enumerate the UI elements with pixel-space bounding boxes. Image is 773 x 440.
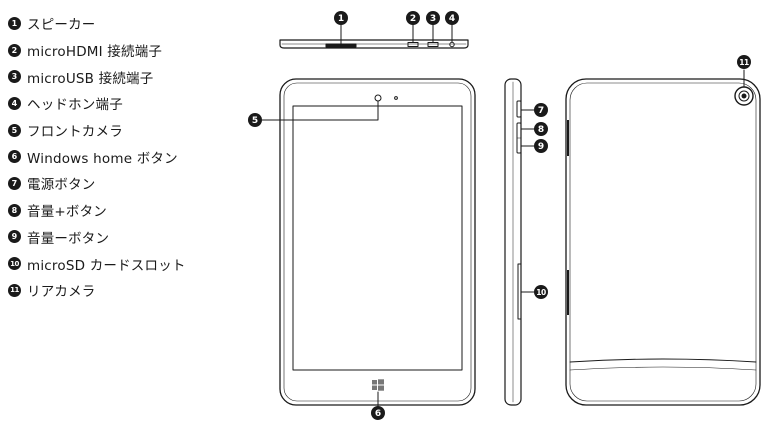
svg-text:11: 11 <box>739 58 749 67</box>
number-badge: 4 <box>8 96 21 110</box>
legend-label: 音量ーボタン <box>27 230 110 247</box>
legend-label: microSD カードスロット <box>27 257 186 274</box>
callout-11: 11 <box>737 55 751 69</box>
legend-item-home-button: 6 Windows home ボタン <box>8 143 186 170</box>
microhdmi-port <box>407 42 419 47</box>
legend-item-microhdmi: 2 microHDMI 接続端子 <box>8 37 186 64</box>
callout-7: 7 <box>534 103 548 117</box>
front-screen <box>292 105 463 371</box>
number-badge: 2 <box>8 43 21 57</box>
number-badge: 11 <box>8 283 21 297</box>
light-sensor <box>394 96 398 100</box>
callout-8: 8 <box>534 122 548 136</box>
legend-item-volume-up: 8 音量+ボタン <box>8 197 186 224</box>
callout-5: 5 <box>248 113 262 127</box>
svg-text:6: 6 <box>375 409 381 419</box>
svg-text:10: 10 <box>536 288 546 297</box>
legend-label: ヘッドホン端子 <box>27 97 123 114</box>
legend-item-microsd: 10 microSD カードスロット <box>8 250 186 277</box>
svg-text:5: 5 <box>252 116 258 126</box>
svg-text:1: 1 <box>338 14 344 24</box>
legend-label: 音量+ボタン <box>27 204 108 221</box>
legend-label: スピーカー <box>27 17 96 34</box>
microsd-slot <box>517 263 522 320</box>
svg-text:9: 9 <box>538 142 544 152</box>
legend-label: 電源ボタン <box>27 177 96 194</box>
callout-1: 1 <box>334 11 348 25</box>
legend-item-volume-down: 9 音量ーボタン <box>8 224 186 251</box>
side-body <box>504 78 522 406</box>
legend-item-front-camera: 5 フロントカメラ <box>8 117 186 144</box>
svg-text:7: 7 <box>538 106 544 116</box>
number-badge: 6 <box>8 150 21 164</box>
back-view <box>565 69 761 406</box>
windows-logo-icon <box>372 379 384 391</box>
callout-2: 2 <box>406 11 420 25</box>
callout-3: 3 <box>426 11 440 25</box>
power-button <box>516 100 522 118</box>
side-view <box>504 78 535 406</box>
number-badge: 3 <box>8 70 21 84</box>
legend-label: microHDMI 接続端子 <box>27 44 163 61</box>
callout-6: 6 <box>371 406 385 420</box>
legend-label: フロントカメラ <box>27 124 123 141</box>
svg-text:2: 2 <box>410 14 416 24</box>
microusb-port <box>427 42 439 47</box>
number-badge: 5 <box>8 123 21 137</box>
legend-item-rear-camera: 11 リアカメラ <box>8 277 186 304</box>
number-badge: 10 <box>8 257 21 271</box>
number-badge: 7 <box>8 176 21 190</box>
callout-10: 10 <box>534 285 548 299</box>
legend-label: リアカメラ <box>27 284 96 301</box>
headphone-jack <box>449 41 455 48</box>
svg-text:3: 3 <box>430 14 436 24</box>
svg-text:8: 8 <box>538 125 544 135</box>
callouts: 1 2 3 4 5 6 7 8 9 10 11 <box>248 11 751 420</box>
front-camera <box>374 94 382 102</box>
callout-9: 9 <box>534 139 548 153</box>
front-view <box>261 78 476 407</box>
number-badge: 9 <box>8 230 21 244</box>
legend-label: Windows home ボタン <box>27 150 178 167</box>
svg-text:4: 4 <box>449 14 455 24</box>
front-body <box>279 78 476 406</box>
top-edge-view <box>279 24 469 49</box>
number-badge: 1 <box>8 16 21 30</box>
legend-item-speaker: 1 スピーカー <box>8 10 186 37</box>
number-badge: 8 <box>8 203 21 217</box>
legend-item-microusb: 3 microUSB 接続端子 <box>8 63 186 90</box>
legend-item-headphone: 4 ヘッドホン端子 <box>8 90 186 117</box>
legend-label: microUSB 接続端子 <box>27 70 154 87</box>
legend-item-power-button: 7 電源ボタン <box>8 170 186 197</box>
callout-4: 4 <box>445 11 459 25</box>
back-body <box>565 78 761 406</box>
